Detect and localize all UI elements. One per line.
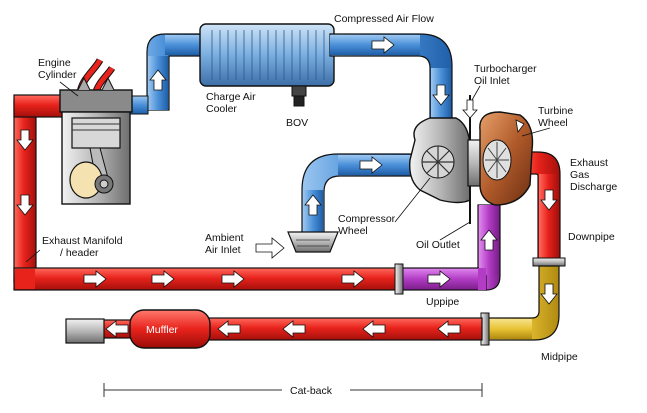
label-exhaust-gas-3: Discharge <box>570 181 617 193</box>
label-bov: BOV <box>286 117 308 129</box>
label-engine-cylinder-2: Cylinder <box>38 69 77 81</box>
label-muffler: Muffler <box>146 324 178 336</box>
bov-valve <box>291 85 307 107</box>
leader-lines <box>25 81 551 263</box>
label-exhaust-gas-1: Exhaust <box>570 157 608 169</box>
label-uppipe: Uppipe <box>426 296 459 308</box>
muffler <box>129 309 211 349</box>
intake-pipe-engine-side <box>124 33 206 115</box>
label-exhaust-manifold-2: / header <box>60 247 99 259</box>
charge-air-cooler <box>199 23 335 87</box>
tailpipe-tip <box>65 318 105 344</box>
label-ambient-air-1: Ambient <box>205 232 244 244</box>
label-compressor-wheel-1: Compressor <box>338 213 396 225</box>
label-compressed-air-flow: Compressed Air Flow <box>334 13 434 25</box>
label-charge-air-cooler-1: Charge Air <box>206 91 256 103</box>
label-ambient-air-2: Air Inlet <box>205 244 241 256</box>
label-engine-cylinder-1: Engine <box>38 57 71 69</box>
downpipe-flange <box>532 257 566 267</box>
label-turbo-oil-inlet-2: Oil Inlet <box>474 75 510 87</box>
label-turbo-oil-inlet-1: Turbocharger <box>474 63 537 75</box>
engine-cylinder <box>59 76 133 205</box>
label-cat-back: Cat-back <box>290 385 333 397</box>
catback-pipe <box>99 317 483 341</box>
compressed-air-pipe <box>329 33 453 119</box>
label-turbine-wheel-1: Turbine <box>538 105 573 117</box>
label-midpipe: Midpipe <box>541 351 578 363</box>
flow-arrows <box>16 36 558 338</box>
midpipe <box>487 265 560 341</box>
label-compressor-wheel-2: Wheel <box>338 225 368 237</box>
label-oil-outlet: Oil Outlet <box>416 239 460 251</box>
label-exhaust-manifold-1: Exhaust Manifold <box>42 235 123 247</box>
label-turbine-wheel-2: Wheel <box>538 117 568 129</box>
cat-back-dimension <box>103 383 483 397</box>
air-filter <box>287 231 339 253</box>
label-exhaust-gas-2: Gas <box>570 169 589 181</box>
label-charge-air-cooler-2: Cooler <box>206 103 237 115</box>
label-downpipe: Downpipe <box>568 231 615 243</box>
uppipe-flange <box>394 263 404 295</box>
turbocharger <box>409 95 534 224</box>
